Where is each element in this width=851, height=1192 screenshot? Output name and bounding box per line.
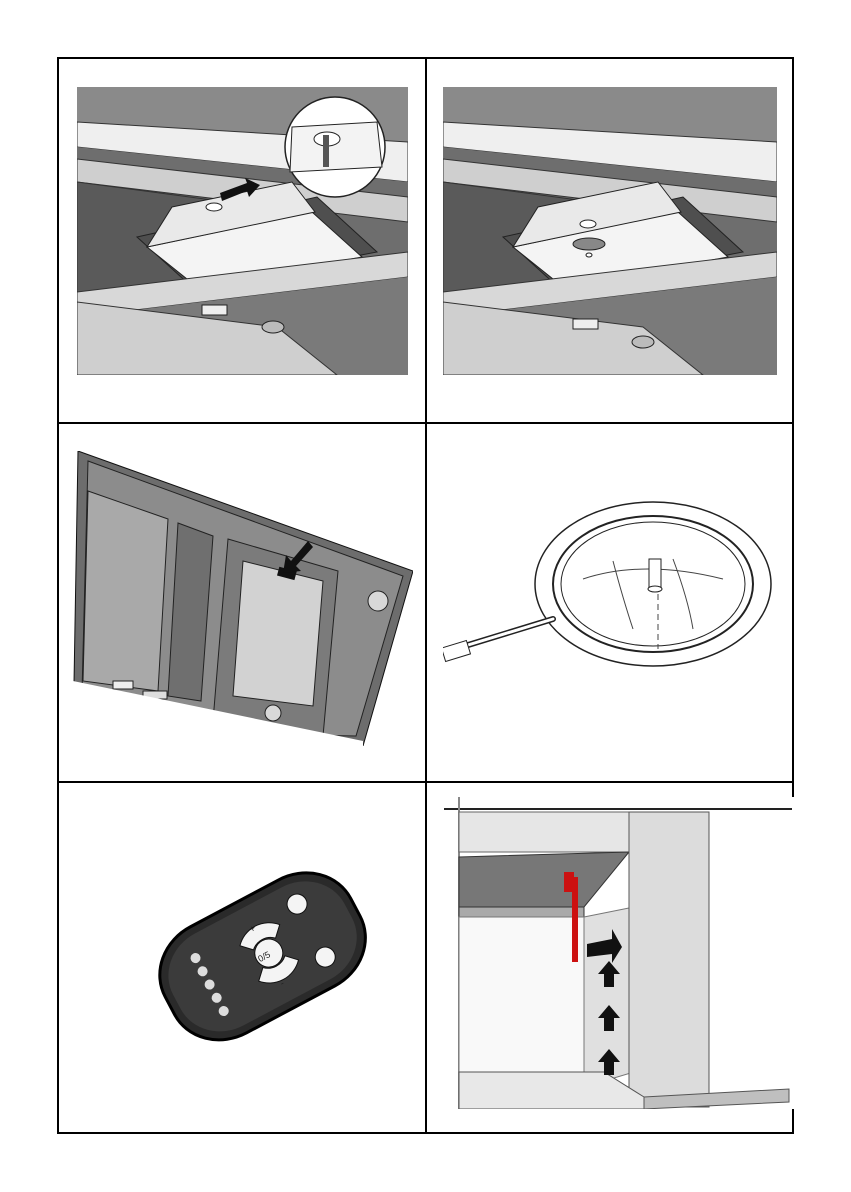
side-panel-sliding-illustration bbox=[444, 797, 794, 1109]
filter-seat-detail-illustration bbox=[77, 87, 408, 375]
row-divider-1 bbox=[59, 422, 792, 424]
row-divider-2 bbox=[59, 781, 792, 783]
remote-control-illustration: + 0/5 - bbox=[117, 834, 377, 1084]
instruction-sheet: + 0/5 - bbox=[57, 57, 794, 1134]
hood-underside-switch-illustration bbox=[73, 451, 413, 746]
column-divider bbox=[425, 59, 427, 1132]
round-lamp-cover-illustration bbox=[443, 499, 777, 699]
filter-plate-removed-illustration bbox=[443, 87, 777, 375]
